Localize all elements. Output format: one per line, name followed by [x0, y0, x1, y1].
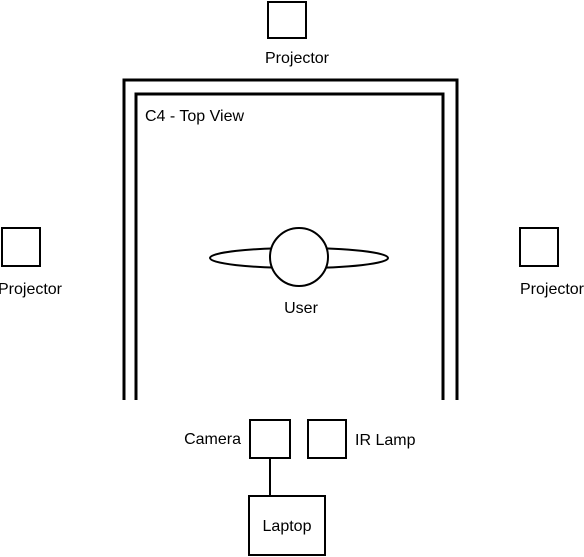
room-outer-wall: [122, 78, 459, 400]
diagram-title: C4 - Top View: [145, 108, 244, 125]
camera-box: [249, 419, 291, 459]
projector-left-box: [1, 227, 41, 267]
user-label: User: [284, 300, 318, 317]
projector-right-label: Projector: [520, 281, 584, 298]
laptop-label: Laptop: [263, 518, 312, 535]
ir-lamp-label: IR Lamp: [355, 432, 416, 449]
room-inner-wall: [134, 92, 445, 400]
ir-lamp-box: [307, 419, 347, 459]
laptop-box: [248, 495, 326, 556]
projector-top-box: [267, 1, 307, 39]
projector-top-label: Projector: [265, 50, 330, 67]
user-head-shape: [269, 227, 329, 287]
projector-right-box: [519, 227, 559, 267]
projector-left-label: Projector: [0, 281, 63, 298]
camera-label: Camera: [184, 431, 241, 448]
